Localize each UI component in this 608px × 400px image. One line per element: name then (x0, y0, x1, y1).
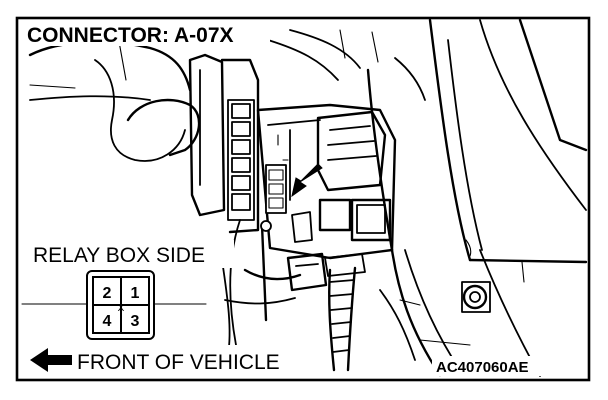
front-arrow-icon (30, 348, 72, 372)
front-label-backing (26, 345, 316, 375)
figure-code: AC407060AE (436, 359, 529, 376)
code-backing (432, 356, 558, 376)
connector-pin-3: 3 (131, 313, 140, 330)
relay-block (227, 99, 255, 221)
connector-face: 2 1 4 3 X (21, 270, 207, 340)
connector-mark: X (118, 303, 125, 314)
connector-pin-2: 2 (103, 285, 112, 302)
title-backing (24, 22, 270, 46)
connector-pin-1: 1 (131, 285, 140, 302)
relay-box-side-label: RELAY BOX SIDE (33, 244, 205, 267)
relay-label-backing (28, 240, 234, 268)
connector-pin-4: 4 (103, 313, 112, 330)
vehicle-illustration (28, 18, 588, 377)
front-of-vehicle-label: FRONT OF VEHICLE (77, 351, 280, 374)
diagram-title: CONNECTOR: A-07X (27, 24, 234, 47)
